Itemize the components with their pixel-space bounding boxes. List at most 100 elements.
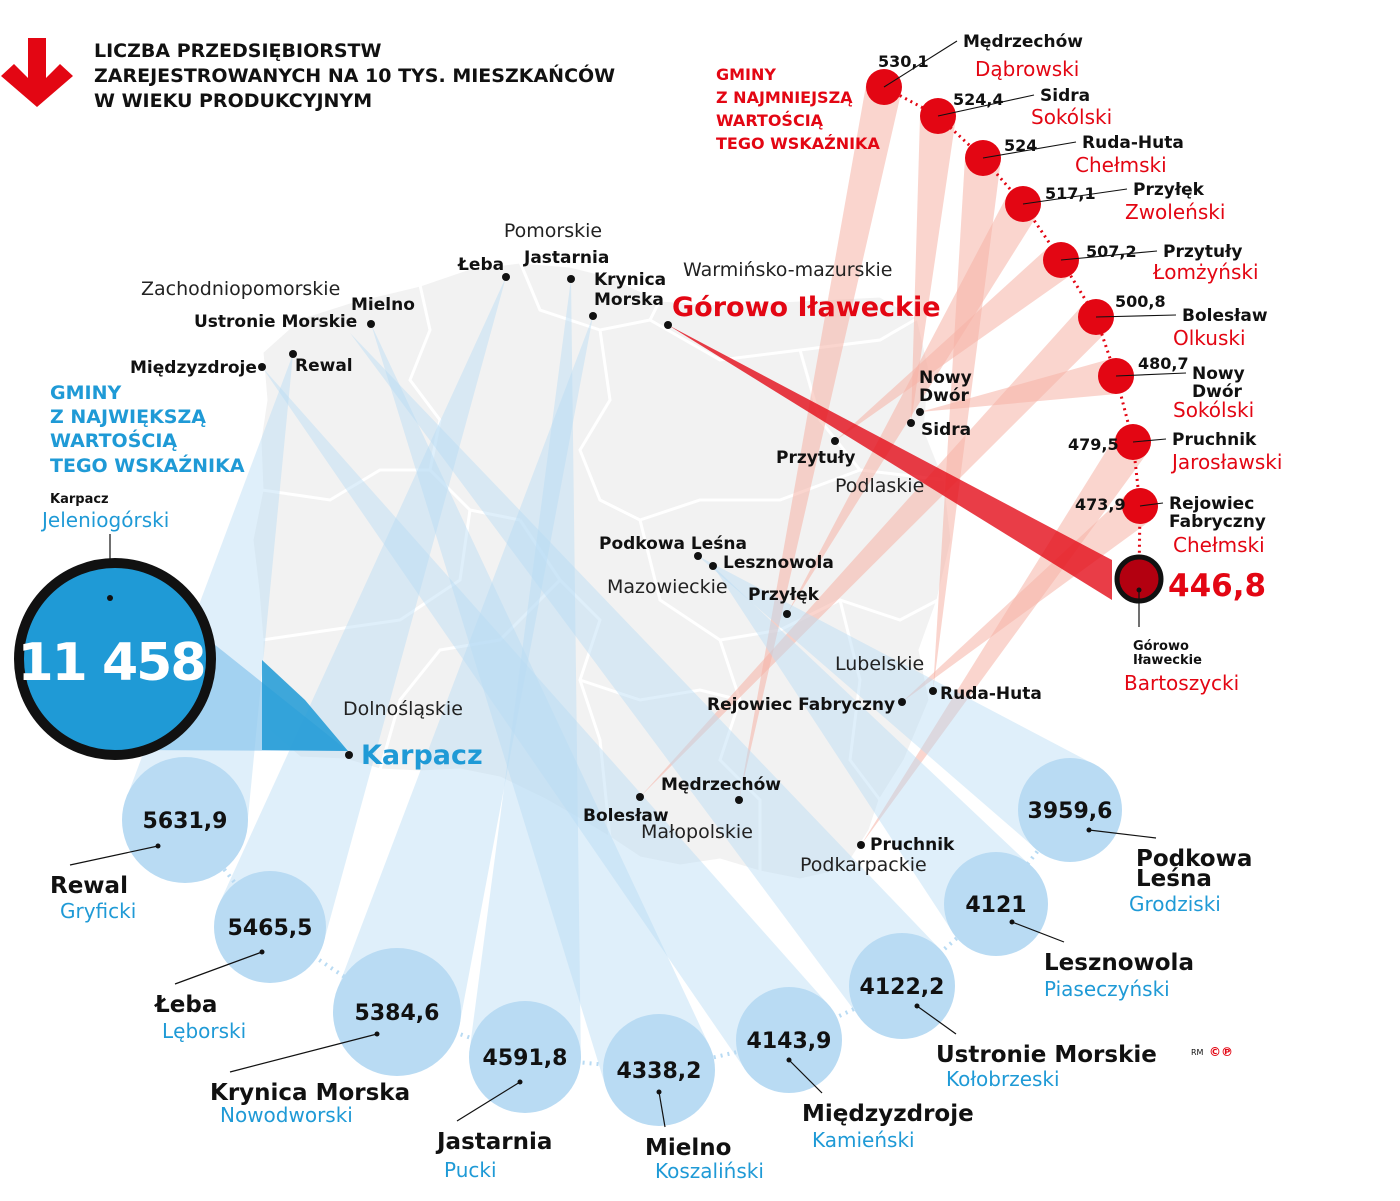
bottom-name-1-0: Sidra xyxy=(1040,86,1090,106)
karpacz-circle xyxy=(14,558,216,760)
marker-gorowo-ilaweckie: Górowo Iławeckie xyxy=(672,292,941,323)
top-leader-5 xyxy=(788,1059,823,1094)
marker-przylek: Przyłęk xyxy=(748,585,820,605)
marker-dot-przylek xyxy=(783,610,791,618)
bottom-name-8-0: Rejowiec xyxy=(1169,494,1254,514)
marker-nowy-dwor-1: Nowy xyxy=(919,368,972,388)
bottom-powiat-5: Olkuski xyxy=(1173,326,1246,350)
bottom-leader-6 xyxy=(1115,372,1187,377)
gorowo-highlight: 446,8 Górowo Iławeckie Bartoszycki xyxy=(1114,554,1266,695)
legend-min-line-4: TEGO WSKAŹNIKA xyxy=(716,134,880,153)
top-leader-7 xyxy=(1011,921,1065,943)
region-dolnoslaskie: Dolnośląskie xyxy=(343,698,463,720)
top-circle-1 xyxy=(214,871,326,983)
top-leader-3 xyxy=(456,1081,521,1122)
beam-top-6 xyxy=(350,333,943,1021)
top-name-1-0: Łeba xyxy=(153,992,217,1018)
top-circle-8 xyxy=(1018,758,1122,862)
bottom-value-6: 480,7 xyxy=(1138,354,1189,373)
marker-przytuly: Przytuły xyxy=(776,448,855,468)
marker-dot-miedzyzdroje xyxy=(258,363,266,371)
bottom-value-7: 479,5 xyxy=(1068,435,1119,454)
beam-top-8 xyxy=(698,556,1100,853)
bottom-name-5-0: Bolesław xyxy=(1182,306,1268,326)
title-line-1: LICZBA PRZEDSIĘBIORSTW xyxy=(94,40,381,62)
top-name-8-1: Leśna xyxy=(1136,866,1212,892)
top-leader-dot-6 xyxy=(914,1003,920,1009)
top-circle-5 xyxy=(736,987,842,1093)
bottom-value-2: 524 xyxy=(1004,136,1037,155)
marker-boleslaw: Bolesław xyxy=(583,806,669,826)
bottom-leader-1 xyxy=(937,94,1035,117)
top-circle-7 xyxy=(944,852,1048,956)
top-powiat-0: Gryficki xyxy=(60,899,136,923)
bottom-value-4: 507,2 xyxy=(1086,242,1137,261)
beam-bottom-1 xyxy=(911,114,956,423)
bottom-name-2-0: Ruda-Huta xyxy=(1082,133,1184,153)
title-line-2: ZAREJESTROWANYCH NA 10 TYS. MIESZKAŃCÓW xyxy=(94,63,615,87)
top-leader-8 xyxy=(1088,829,1157,839)
credit: RM ©℗ xyxy=(1191,1045,1233,1059)
beam-bottom-3 xyxy=(787,195,1039,614)
top-value-2: 5384,6 xyxy=(355,1001,440,1026)
legend-max-line-1: GMINY xyxy=(50,382,121,404)
bottom-powiat-1: Sokólski xyxy=(1031,105,1112,129)
marker-dot-nowy-dwor xyxy=(916,408,924,416)
marker-pruchnik: Pruchnik xyxy=(870,835,955,855)
top-name-4-0: Mielno xyxy=(645,1135,731,1161)
beam-bottom-4 xyxy=(835,245,1073,441)
marker-jastarnia: Jastarnia xyxy=(523,248,609,268)
top-name-8-0: Podkowa xyxy=(1136,846,1252,872)
top-leader-dot-4 xyxy=(656,1089,662,1095)
marker-dot-pruchnik xyxy=(857,841,865,849)
down-arrow-icon xyxy=(1,38,73,107)
blue-beams xyxy=(123,277,1100,1091)
top-powiat-1: Lęborski xyxy=(162,1019,246,1043)
marker-krynica-morska: Morska xyxy=(594,290,664,310)
top-powiat-3: Pucki xyxy=(444,1158,497,1182)
beam-top-5 xyxy=(262,367,831,1073)
top-value-5: 4143,9 xyxy=(747,1029,832,1054)
legend-min: GMINY Z NAJMNIEJSZĄ WARTOŚCIĄ TEGO WSKAŹ… xyxy=(716,65,880,153)
top-value-1: 5465,5 xyxy=(228,916,313,941)
marker-dot-sidra xyxy=(907,419,915,427)
karpacz-small-label: Karpacz xyxy=(50,492,109,507)
marker-dot-rejowiec xyxy=(898,698,906,706)
beam-top-3 xyxy=(469,279,581,1061)
region-podkarpackie: Podkarpackie xyxy=(800,854,927,876)
karpacz-value: 11 458 xyxy=(17,633,204,693)
top-circle-2 xyxy=(333,948,461,1076)
top-value-8: 3959,6 xyxy=(1028,799,1113,824)
region-podlaskie: Podlaskie xyxy=(835,475,924,497)
bottom-name-7-0: Pruchnik xyxy=(1172,430,1257,450)
voivodeship-borders xyxy=(261,261,946,872)
top-leader-dot-5 xyxy=(786,1057,792,1063)
top-powiat-4: Koszaliński xyxy=(655,1159,764,1183)
gorowo-value: 446,8 xyxy=(1168,568,1266,604)
top-circle-0 xyxy=(122,757,248,883)
top-name-5-0: Międzyzdroje xyxy=(802,1101,974,1127)
bottom-name-3-0: Przyłęk xyxy=(1133,180,1205,200)
top-leader-4 xyxy=(658,1091,666,1128)
bottom-powiat-2: Chełmski xyxy=(1075,153,1167,177)
marker-rewal: Rewal xyxy=(295,356,353,376)
marker-leba: Łeba xyxy=(457,255,504,275)
bottom-leader-3 xyxy=(1022,188,1128,205)
marker-dot-rewal xyxy=(289,350,297,358)
marker-podkowa-lesna: Podkowa Leśna xyxy=(599,534,747,554)
legend-min-line-1: GMINY xyxy=(716,65,776,84)
top-leader-dot-2 xyxy=(374,1031,380,1037)
marker-nowy-dwor-2: Dwór xyxy=(919,386,969,406)
